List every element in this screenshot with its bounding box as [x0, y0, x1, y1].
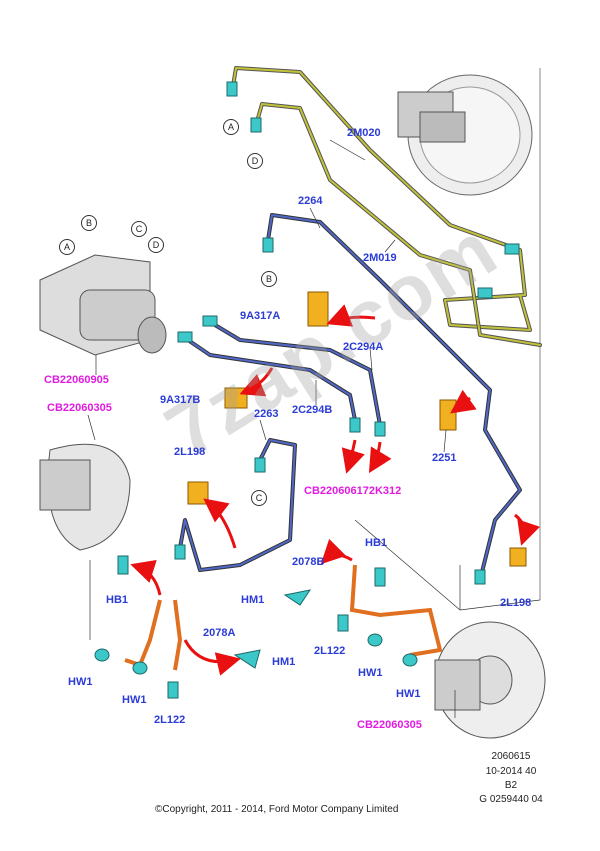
diagram-code: B2	[504, 780, 518, 791]
copyright: ©Copyright, 2011 - 2014, Ford Motor Comp…	[155, 804, 399, 815]
blue-pipes	[178, 213, 522, 582]
part-label: HB1	[106, 594, 129, 606]
callout-d: D	[148, 237, 164, 253]
arrows	[130, 304, 541, 676]
part-label: 2L198	[500, 597, 532, 609]
part-label: 9A317B	[160, 394, 201, 406]
callout-a: A	[59, 239, 75, 255]
diagram-number: 2060615	[491, 751, 531, 762]
yellow-pipes	[230, 66, 542, 347]
part-label: 2078B	[292, 556, 325, 568]
front-left-caliper	[39, 443, 131, 551]
callout-b: B	[261, 271, 277, 287]
callout-b: B	[81, 215, 97, 231]
part-label: HW1	[396, 688, 421, 700]
part-label: 2L122	[154, 714, 186, 726]
part-label: 2M019	[363, 252, 397, 264]
reference-link[interactable]: CB22060905	[44, 374, 109, 386]
part-label: HB1	[365, 537, 388, 549]
callout-a: A	[223, 119, 239, 135]
callout-d: D	[247, 153, 263, 169]
part-label: HW1	[122, 694, 147, 706]
diagram-reference: G 0259440 04	[479, 794, 543, 805]
part-label: 2C294A	[343, 341, 384, 353]
part-label: 2L198	[174, 446, 206, 458]
brake-booster	[397, 74, 533, 196]
part-label: 9A317A	[240, 310, 281, 322]
part-label: HW1	[68, 676, 93, 688]
part-label: 2C294B	[292, 404, 333, 416]
part-label: HW1	[358, 667, 383, 679]
leader-lines	[87, 139, 541, 718]
part-label: 2L122	[314, 645, 346, 657]
part-label: 2264	[298, 195, 323, 207]
abs-module	[39, 254, 167, 356]
part-label: HM1	[241, 594, 265, 606]
callout-c: C	[131, 221, 147, 237]
reference-link[interactable]: CB220606172K312	[304, 485, 402, 497]
hose-left	[124, 599, 183, 671]
callout-c: C	[251, 490, 267, 506]
front-right-caliper	[434, 621, 546, 739]
fittings	[94, 81, 520, 699]
part-label: 2263	[254, 408, 279, 420]
part-label: 2251	[432, 452, 457, 464]
part-label: HM1	[272, 656, 296, 668]
part-label: 2078A	[203, 627, 236, 639]
reference-link[interactable]: CB22060305	[47, 402, 112, 414]
diagram-date: 10-2014 40	[485, 766, 537, 777]
part-label: 2M020	[347, 127, 381, 139]
hose-right	[349, 564, 443, 657]
reference-link[interactable]: CB22060305	[357, 719, 422, 731]
